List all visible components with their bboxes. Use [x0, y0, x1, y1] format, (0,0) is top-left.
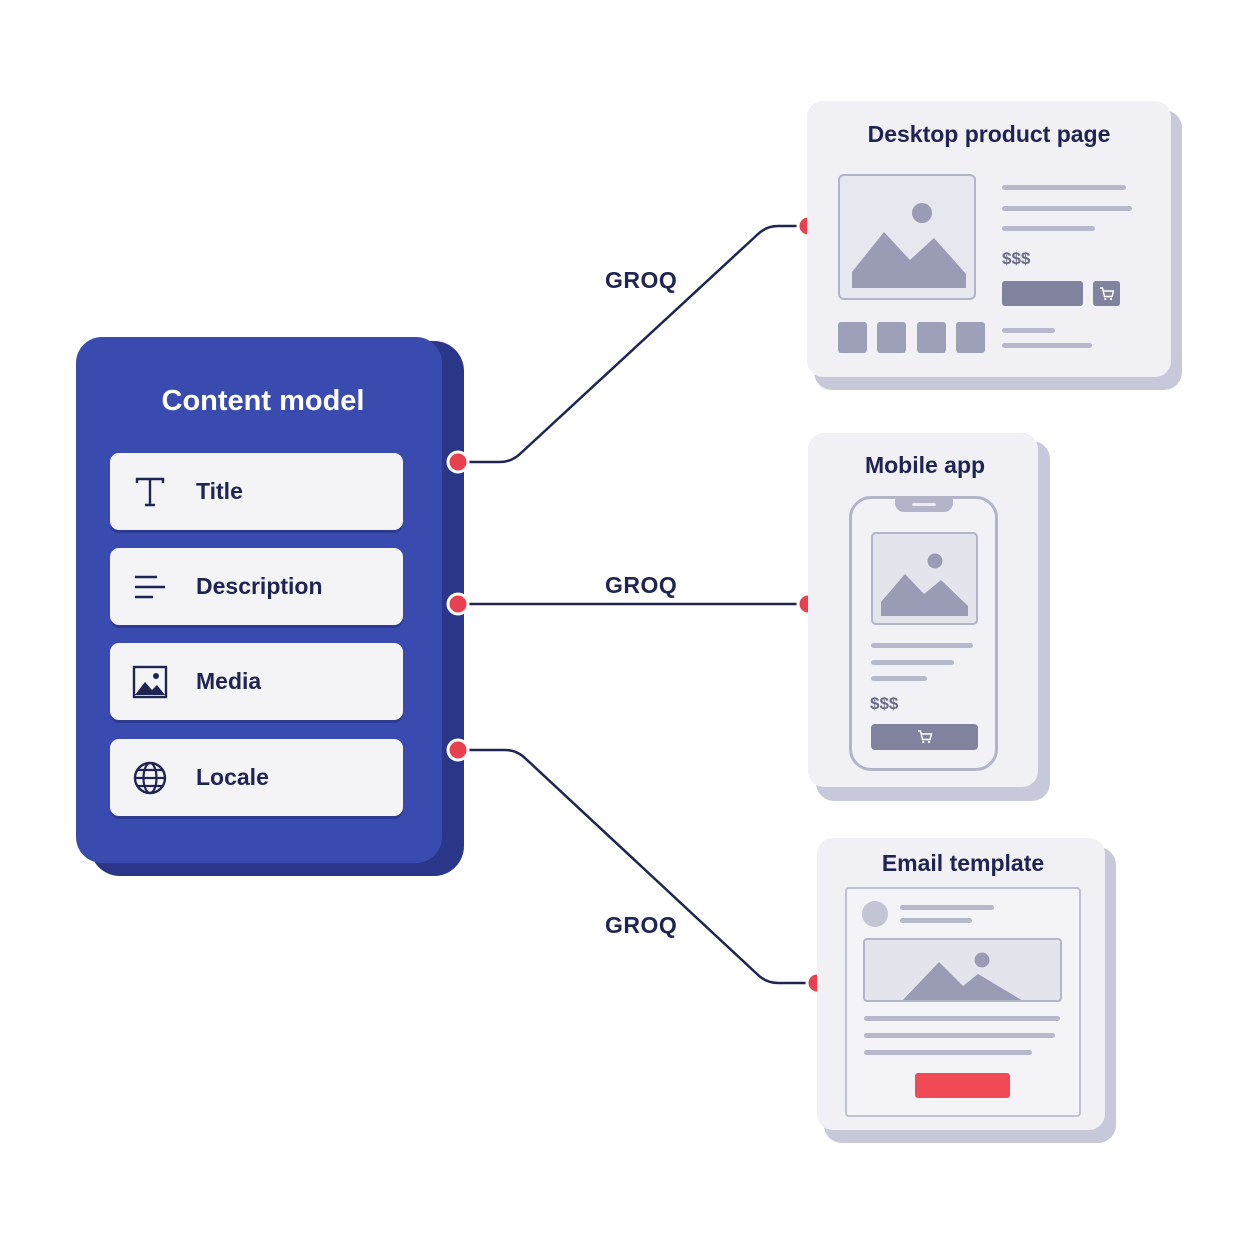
connector-line-desktop [458, 224, 808, 464]
groq-label-bottom: GROQ [605, 912, 678, 938]
text-line [1002, 206, 1132, 211]
field-description[interactable]: Description [110, 548, 403, 625]
align-left-icon [130, 567, 170, 607]
text-line [1002, 328, 1055, 333]
thumbnail [838, 322, 867, 353]
email-cta-button[interactable] [915, 1073, 1010, 1098]
phone-speaker [912, 503, 936, 506]
text-line [871, 643, 973, 648]
field-media[interactable]: Media [110, 643, 403, 720]
cart-icon [917, 730, 932, 744]
text-line [1002, 185, 1126, 190]
connector-dot [446, 738, 470, 762]
thumbnail [956, 322, 985, 353]
thumbnail [877, 322, 906, 353]
text-line [864, 1033, 1055, 1038]
field-title[interactable]: Title [110, 453, 403, 530]
text-line [864, 1016, 1060, 1021]
desktop-price: $$$ [1002, 249, 1031, 268]
mobile-cart-button[interactable] [871, 724, 978, 750]
desktop-card-title: Desktop product page [867, 121, 1111, 147]
text-line [900, 918, 972, 923]
groq-label-middle: GROQ [605, 572, 678, 598]
text-line [1002, 343, 1092, 348]
text-line [864, 1050, 1032, 1055]
connector-dot [446, 450, 470, 474]
connector-dot [446, 592, 470, 616]
cart-button[interactable] [1093, 281, 1120, 306]
field-label: Description [196, 573, 323, 599]
field-locale[interactable]: Locale [110, 739, 403, 816]
connector-line-email [458, 748, 817, 985]
cart-icon [1099, 286, 1114, 300]
mobile-price: $$$ [870, 694, 899, 713]
image-icon [902, 952, 1022, 1000]
mobile-image-placeholder [871, 532, 978, 625]
email-card-title: Email template [881, 850, 1045, 876]
text-line [1002, 226, 1095, 231]
field-label: Title [196, 478, 243, 504]
email-image-placeholder [863, 938, 1062, 1002]
mobile-card-title: Mobile app [864, 452, 986, 478]
text-line [871, 676, 927, 681]
add-to-cart-button[interactable] [1002, 281, 1083, 306]
thumbnail [917, 322, 946, 353]
field-label: Media [196, 668, 262, 694]
image-icon [852, 203, 966, 288]
image-icon [881, 553, 968, 616]
globe-icon [130, 758, 170, 798]
avatar [862, 901, 888, 927]
image-icon [130, 662, 170, 702]
content-model-title: Content model [161, 385, 365, 417]
field-label: Locale [196, 764, 269, 790]
text-line [900, 905, 994, 910]
product-image-placeholder [838, 174, 976, 300]
text-line [871, 660, 954, 665]
groq-label-top: GROQ [605, 267, 678, 293]
text-type-icon [130, 472, 170, 512]
